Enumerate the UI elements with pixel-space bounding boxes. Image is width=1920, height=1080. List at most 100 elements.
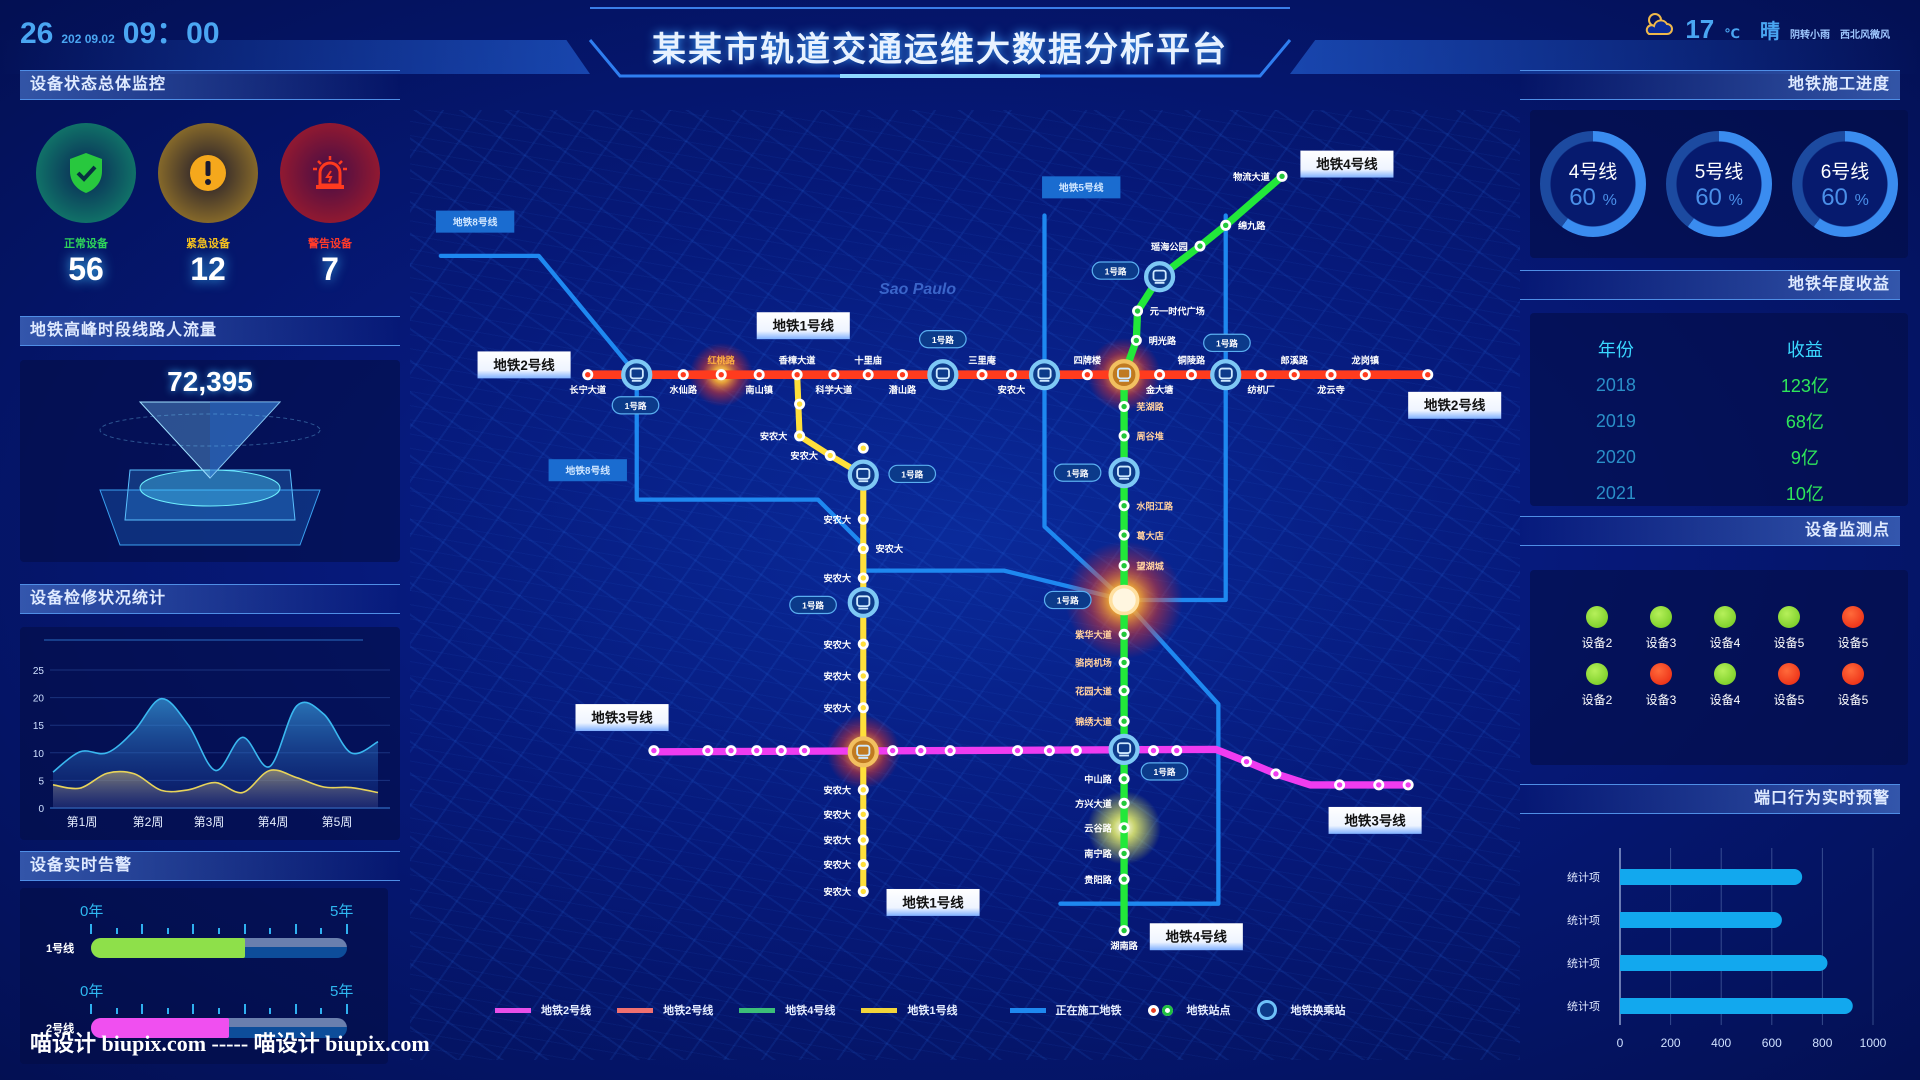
station-line1-core bbox=[860, 837, 866, 843]
station-label: 锦绣大道 bbox=[1075, 716, 1113, 727]
station-label: 芜湖路 bbox=[1136, 401, 1164, 412]
station-line3-core bbox=[1150, 747, 1157, 754]
station-line3-core bbox=[705, 747, 711, 754]
station-label: 十里庙 bbox=[854, 355, 882, 366]
road-pill-label: 1号路 bbox=[625, 400, 647, 411]
tick bbox=[218, 928, 220, 934]
station-line3-core bbox=[1273, 771, 1279, 777]
station-line1-core bbox=[860, 575, 866, 581]
status-label: 紧急设备 bbox=[186, 238, 230, 250]
station-label: 物流大道 bbox=[1233, 171, 1271, 182]
watermark: 喵设计 biupix.com ----- 喵设计 biupix.com bbox=[30, 1031, 430, 1056]
status-warning[interactable]: 警告设备 7 bbox=[280, 123, 380, 288]
station-line1-core bbox=[860, 787, 866, 793]
station-line3-core bbox=[1046, 747, 1053, 754]
bar-label: 统计项 bbox=[1567, 1000, 1600, 1013]
station-label: 水仙路 bbox=[669, 384, 697, 395]
tick bbox=[90, 924, 92, 934]
station-line1-core bbox=[860, 705, 866, 711]
monitor-point[interactable]: 设备5 bbox=[1821, 606, 1885, 651]
bus-icon bbox=[856, 468, 871, 480]
progress-fill bbox=[91, 938, 245, 958]
bar-end-label: 5年 bbox=[330, 983, 354, 1000]
monitor-label: 设备2 bbox=[1581, 693, 1613, 707]
x-tick-label: 第5周 bbox=[322, 815, 353, 829]
station-label: 科学大道 bbox=[816, 384, 854, 395]
station-line1-core bbox=[860, 445, 866, 451]
bus-icon bbox=[856, 595, 871, 608]
road-pill-label: 1号路 bbox=[802, 600, 824, 611]
monitor-point[interactable]: 设备3 bbox=[1629, 606, 1693, 651]
station-label: 南宁路 bbox=[1084, 848, 1112, 859]
station-label: 郎溪路 bbox=[1281, 355, 1309, 366]
station-line4-core bbox=[1121, 659, 1127, 666]
y-tick-label: 20 bbox=[33, 694, 45, 705]
bar bbox=[1620, 869, 1803, 885]
construction-tag-label: 地铁8号线 bbox=[565, 464, 610, 477]
station-line4-core bbox=[1121, 403, 1127, 410]
monitor-point[interactable]: 设备5 bbox=[1821, 663, 1885, 708]
station-label: 安农大 bbox=[823, 671, 851, 682]
station-line2-core bbox=[979, 372, 985, 378]
section-title-monitor: 设备监测点 bbox=[1520, 516, 1900, 546]
station-line4-core bbox=[1121, 825, 1127, 831]
status-normal[interactable]: 正常设备 56 bbox=[36, 123, 136, 288]
monitor-label: 设备5 bbox=[1837, 636, 1869, 650]
monitor-point[interactable]: 设备2 bbox=[1565, 663, 1629, 708]
status-dot-icon bbox=[1586, 606, 1608, 628]
station-line2-core bbox=[831, 372, 837, 378]
monitor-point[interactable]: 设备5 bbox=[1757, 663, 1821, 708]
station-line2-core bbox=[1258, 372, 1264, 378]
y-tick-label: 0 bbox=[38, 804, 44, 815]
line-tag-label: 地铁2号线 bbox=[493, 357, 555, 373]
section-title-status: 设备状态总体监控 bbox=[20, 70, 400, 100]
legend-label: 地铁1号线 bbox=[907, 1005, 958, 1017]
series-area-2 bbox=[53, 769, 378, 808]
status-urgent[interactable]: 紧急设备 12 bbox=[158, 123, 258, 288]
line-tag-label: 地铁4号线 bbox=[1316, 156, 1378, 172]
road-pill bbox=[918, 330, 967, 349]
tick bbox=[269, 928, 272, 934]
tick bbox=[346, 924, 348, 934]
status-group: 正常设备 56 紧急设备 12 警告设备 7 bbox=[36, 123, 380, 288]
ring-value: 60 bbox=[1569, 183, 1596, 211]
monitor-point[interactable]: 设备5 bbox=[1757, 606, 1821, 651]
station-line4-core bbox=[1121, 776, 1127, 782]
temperature: 17 bbox=[1685, 14, 1715, 44]
monitor-point[interactable]: 设备3 bbox=[1629, 663, 1693, 708]
station-line4-core bbox=[1133, 337, 1140, 344]
weather-condition: 晴 bbox=[1760, 21, 1780, 43]
station-label: 潜山路 bbox=[889, 384, 917, 395]
x-tick-label: 800 bbox=[1812, 1036, 1832, 1050]
station-label: 金大塘 bbox=[1145, 384, 1174, 395]
line-tag bbox=[1408, 391, 1502, 419]
station-label: 安农大 bbox=[823, 639, 851, 650]
legend-item: 地铁1号线 bbox=[861, 1002, 958, 1018]
x-tick-label: 200 bbox=[1661, 1036, 1681, 1050]
station-label: 安农大 bbox=[760, 431, 788, 442]
tick bbox=[294, 924, 297, 934]
station-label: 周谷堆 bbox=[1136, 431, 1164, 442]
road-pill-label: 1号路 bbox=[932, 334, 954, 345]
alarm-light-icon bbox=[280, 123, 380, 223]
legend-label: 地铁2号线 bbox=[541, 1005, 592, 1017]
city-label: Sao Paulo bbox=[879, 281, 956, 298]
monitor-point[interactable]: 设备4 bbox=[1693, 663, 1757, 708]
monitor-point[interactable]: 设备2 bbox=[1565, 606, 1629, 651]
status-value: 7 bbox=[321, 251, 339, 287]
line-tag bbox=[1149, 923, 1243, 951]
day: 26 bbox=[20, 17, 54, 50]
station-label: 葛大店 bbox=[1135, 530, 1164, 541]
transfer-station-glow bbox=[1108, 584, 1140, 616]
station-line4-core bbox=[1121, 876, 1127, 882]
station-line2-core bbox=[1156, 372, 1163, 378]
station-label: 贵阳路 bbox=[1084, 874, 1112, 885]
legend-item: 正在施工地铁 bbox=[1009, 1002, 1122, 1018]
station-line3-core bbox=[918, 747, 924, 754]
line-tag-label: 地铁4号线 bbox=[1166, 929, 1228, 945]
monitor-point[interactable]: 设备4 bbox=[1693, 606, 1757, 651]
station-label: 安农大 bbox=[823, 702, 851, 713]
transfer-station-icon bbox=[847, 586, 879, 619]
